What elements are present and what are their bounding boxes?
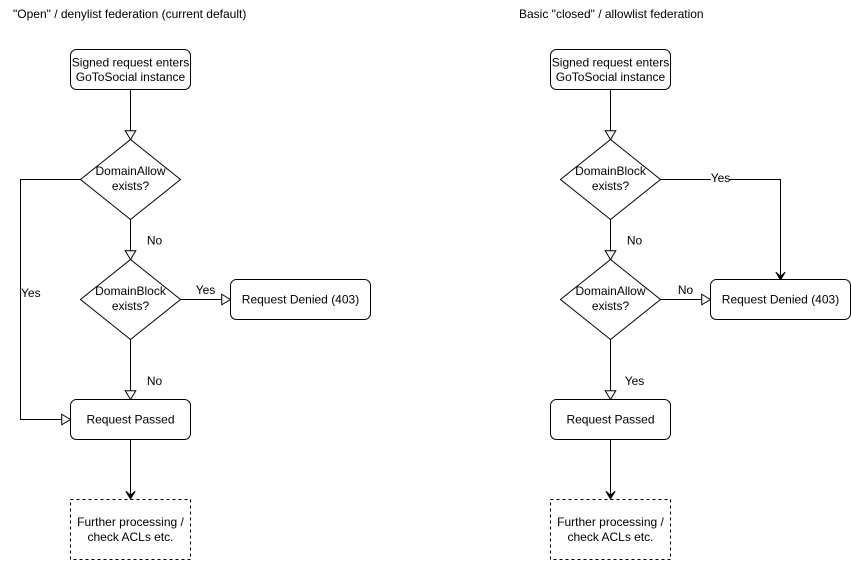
- svg-text:Further processing /: Further processing /: [557, 515, 664, 529]
- svg-text:Yes: Yes: [711, 171, 731, 185]
- svg-text:exists?: exists?: [112, 299, 150, 313]
- svg-text:GoToSocial instance: GoToSocial instance: [76, 70, 186, 84]
- svg-text:Basic "closed" / allowlist fed: Basic "closed" / allowlist federation: [519, 7, 704, 21]
- svg-text:Yes: Yes: [21, 286, 41, 300]
- svg-text:No: No: [627, 234, 643, 248]
- svg-text:No: No: [678, 283, 694, 297]
- svg-text:Yes: Yes: [625, 374, 645, 388]
- svg-text:check ACLs etc.: check ACLs etc.: [567, 530, 653, 544]
- svg-text:check ACLs etc.: check ACLs etc.: [87, 530, 173, 544]
- svg-text:Signed request enters: Signed request enters: [72, 55, 189, 69]
- svg-text:Request Denied (403): Request Denied (403): [242, 293, 359, 307]
- svg-text:Request Passed: Request Passed: [86, 413, 174, 427]
- svg-text:exists?: exists?: [112, 179, 150, 193]
- svg-text:Signed request enters: Signed request enters: [552, 55, 669, 69]
- svg-text:Request Denied (403): Request Denied (403): [722, 293, 839, 307]
- svg-text:DomainAllow: DomainAllow: [95, 164, 165, 178]
- svg-text:Yes: Yes: [196, 283, 216, 297]
- svg-text:No: No: [147, 374, 163, 388]
- svg-text:DomainBlock: DomainBlock: [575, 164, 647, 178]
- svg-text:DomainAllow: DomainAllow: [575, 284, 645, 298]
- svg-text:"Open" / denylist federation (: "Open" / denylist federation (current de…: [13, 7, 246, 21]
- svg-text:exists?: exists?: [592, 179, 630, 193]
- svg-text:DomainBlock: DomainBlock: [95, 284, 167, 298]
- svg-text:No: No: [147, 234, 163, 248]
- svg-text:Request Passed: Request Passed: [566, 413, 654, 427]
- svg-text:Further processing /: Further processing /: [77, 515, 184, 529]
- svg-text:GoToSocial instance: GoToSocial instance: [556, 70, 666, 84]
- svg-text:exists?: exists?: [592, 299, 630, 313]
